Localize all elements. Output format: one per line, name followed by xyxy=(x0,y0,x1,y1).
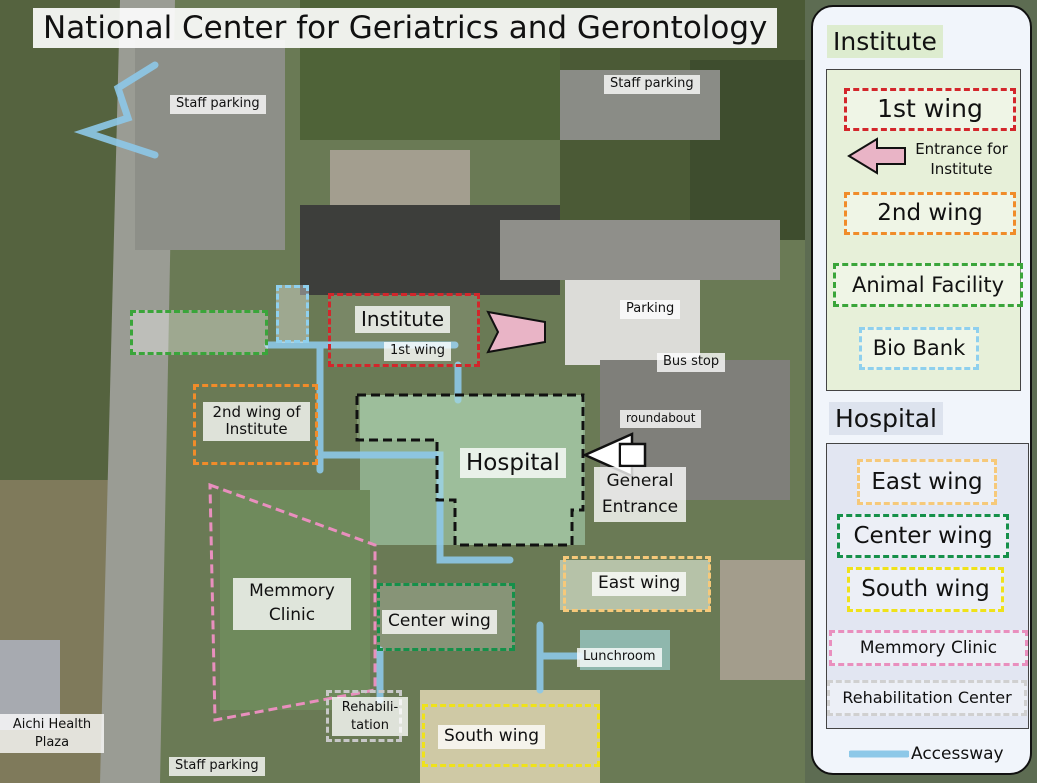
legend-institute-heading: Institute xyxy=(827,25,943,58)
label-bus-stop: Bus stop xyxy=(657,353,726,372)
accessway-segment xyxy=(316,451,514,564)
legend-bio-bank: Bio Bank xyxy=(859,327,979,370)
legend-hospital-panel: East wing Center wing South wing Memmory… xyxy=(826,443,1029,729)
legend-center-wing: Center wing xyxy=(837,514,1009,558)
general-entrance-icon-tail xyxy=(618,442,647,468)
label-institute: Institute xyxy=(355,306,451,333)
legend-institute-panel: 1st wing Entrance for Institute 2nd wing… xyxy=(826,69,1023,391)
entrance-arrow-icon xyxy=(847,137,906,175)
legend-memory-clinic: Memmory Clinic xyxy=(829,630,1028,666)
east-wing-outline xyxy=(563,556,711,612)
memory-clinic-outline xyxy=(208,482,377,722)
legend-animal-facility: Animal Facility xyxy=(833,263,1023,307)
label-memory-clinic: Memmory Clinic xyxy=(233,578,351,630)
animal-facility-outline xyxy=(130,310,268,355)
page-title: National Center for Geriatrics and Geron… xyxy=(33,8,778,48)
legend-accessway: Accessway xyxy=(911,744,1004,764)
legend-panel: Institute 1st wing Entrance for Institut… xyxy=(811,5,1032,775)
legend-south-wing: South wing xyxy=(847,567,1004,612)
legend-first-wing: 1st wing xyxy=(844,88,1016,131)
legend-entrance-institute: Entrance for Institute xyxy=(915,140,1008,178)
legend-second-wing: 2nd wing xyxy=(844,192,1016,235)
label-lunchroom: Lunchroom xyxy=(577,648,662,667)
legend-rehabilitation-center: Rehabilitation Center xyxy=(827,680,1027,716)
label-second-wing-institute: 2nd wing of Institute xyxy=(203,402,310,441)
label-staff-parking: Staff parking xyxy=(169,757,265,776)
label-staff-parking: Staff parking xyxy=(170,95,266,114)
bio-bank-outline xyxy=(276,285,309,343)
label-east-wing: East wing xyxy=(592,572,687,596)
second-wing-outline xyxy=(193,384,318,465)
label-parking: Parking xyxy=(620,300,681,319)
accessway-segment xyxy=(73,61,159,159)
label-general-entrance: General Entrance xyxy=(594,467,686,522)
label-rehabilitation: Rehabili-tation xyxy=(332,697,408,737)
legend-hospital-heading: Hospital xyxy=(829,402,944,435)
label-roundabout: roundabout xyxy=(620,410,702,428)
entrance-institute-icon xyxy=(486,310,546,354)
south-wing-outline xyxy=(422,704,600,767)
label-hospital: Hospital xyxy=(460,448,566,479)
label-staff-parking: Staff parking xyxy=(604,75,700,94)
legend-east-wing: East wing xyxy=(857,459,997,505)
label-center-wing: Center wing xyxy=(382,610,497,634)
label-south-wing: South wing xyxy=(438,725,546,749)
satellite-map[interactable]: National Center for Geriatrics and Geron… xyxy=(0,0,805,783)
label-first-wing: 1st wing xyxy=(384,342,452,361)
label-aichi-health-plaza: Aichi Health Plaza xyxy=(0,714,104,754)
